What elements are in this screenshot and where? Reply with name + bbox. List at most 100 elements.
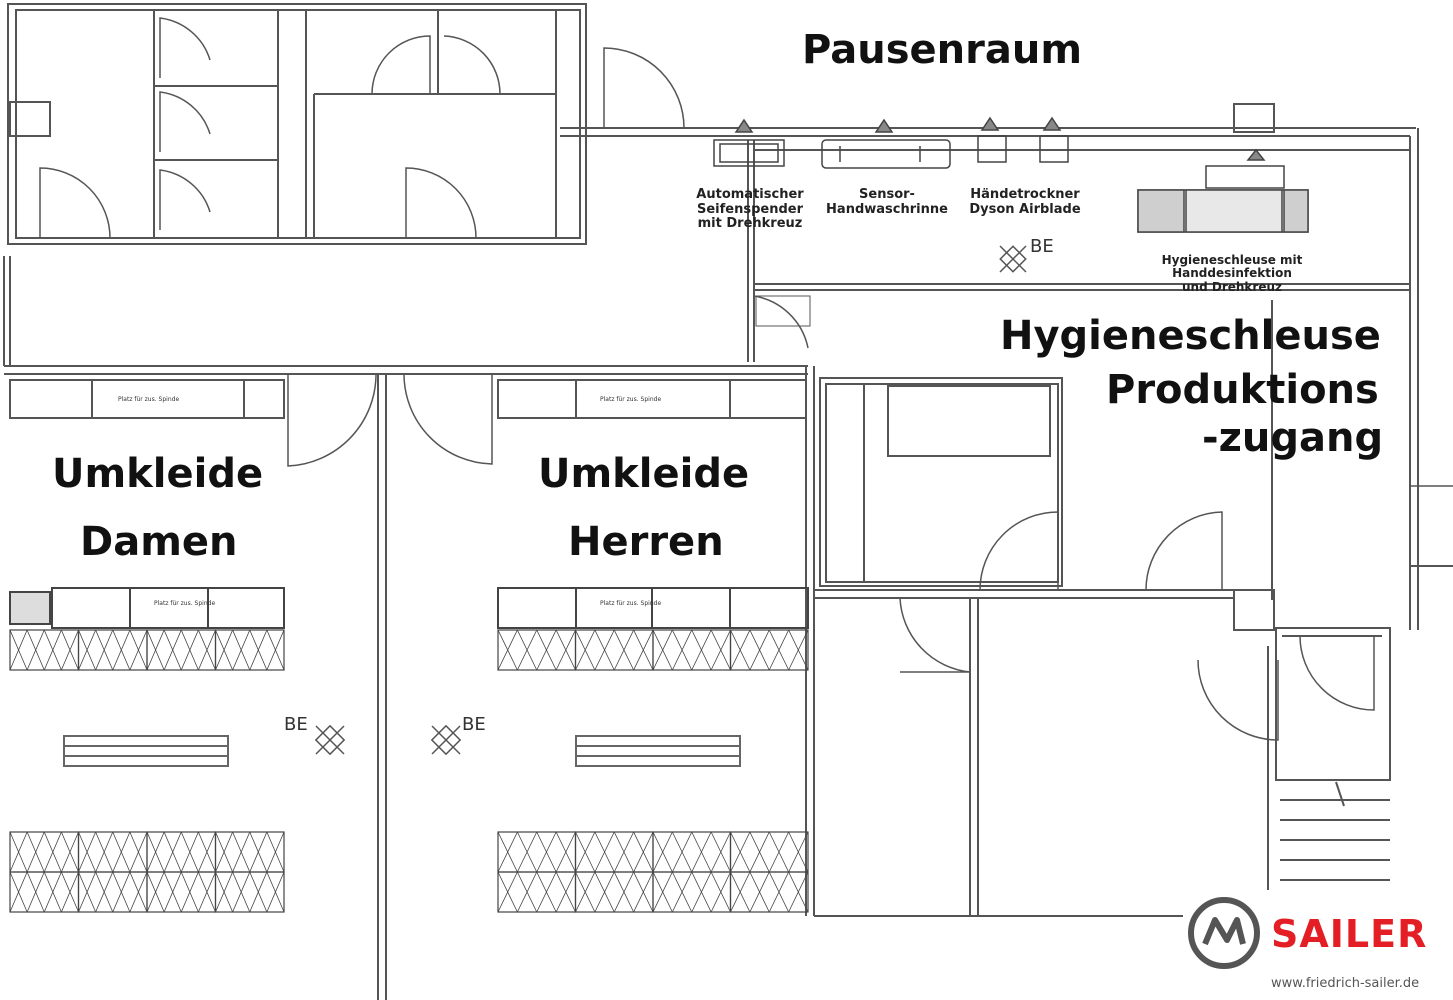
hand-dryer-1 [977,135,1007,163]
soap-dispenser-shape [713,139,785,167]
locker-damen-lower-hatch [163,831,182,873]
locker-damen-upper-hatch [249,629,268,671]
locker-damen-lower-hatch [26,871,45,913]
spinde-label-damen-top: Platz für zus. Spinde [118,396,180,403]
locker-damen-upper [214,629,285,671]
locker-herren-upper-hatch [768,629,789,671]
locker-damen-upper-hatch [129,629,148,671]
locker-damen-lower [77,871,148,913]
locker-damen-upper-hatch [215,629,233,671]
locker-herren-lower-hatch [768,871,789,913]
hand-dryer-2 [1039,135,1069,163]
locker-damen-lower-hatch [112,871,131,913]
locker-herren-lower [652,831,732,873]
locker-damen-lower-hatch [95,871,114,913]
locker-damen-upper [77,629,148,671]
wash-trough-shape [821,139,951,169]
be-marker-damen: BE [284,714,308,735]
locker-damen-upper [146,629,217,671]
locker-herren-lower-hatch [536,871,557,913]
locker-herren-upper [729,629,809,671]
locker-herren-lower-hatch [652,831,673,873]
locker-herren-lower-hatch [555,871,576,913]
room-label-damen-1: Umkleide [52,451,264,497]
locker-damen-lower-hatch [95,831,114,873]
locker-herren-lower [729,831,809,873]
spinde-label-herren-top: Platz für zus. Spinde [600,396,662,403]
be-marker-hygiene: BE [1030,236,1054,257]
locker-damen-upper-hatch [61,629,79,671]
room-label-hygiene-1: Hygieneschleuse [1000,313,1381,359]
locker-damen-lower-hatch [78,831,96,873]
locker-damen-lower [146,871,217,913]
locker-damen-lower-hatch [198,871,216,913]
locker-herren-upper-hatch [749,629,770,671]
locker-herren-upper-hatch [613,629,634,671]
label-hand-dryer: Händetrockner Dyson Airblade [969,187,1081,217]
spinde-label-damen: Platz für zus. Spinde [154,600,216,607]
locker-herren-upper-hatch [652,629,673,671]
locker-herren-lower-hatch [652,871,673,913]
locker-herren-upper-hatch [594,629,615,671]
room-label-hygiene-3: -zugang [1202,415,1384,461]
locker-damen-lower [77,831,148,873]
locker-herren-lower-hatch [575,831,596,873]
locker-herren-upper-hatch [730,629,751,671]
locker-herren-lower [497,831,577,873]
locker-damen-lower-hatch [9,871,28,913]
locker-damen-lower-hatch [180,831,199,873]
locker-damen-upper-hatch [146,629,165,671]
locker-herren-lower-hatch [517,871,538,913]
wc-block [7,3,587,245]
locker-herren-upper-hatch [536,629,557,671]
locker-damen-upper-hatch [180,629,199,671]
locker-damen-upper-hatch [198,629,216,671]
locker-herren-upper-hatch [788,629,809,671]
locker-damen-lower-hatch [43,831,62,873]
locker-damen-lower-hatch [129,871,148,913]
locker-damen-lower [9,871,80,913]
locker-damen-upper-hatch [112,629,131,671]
locker-damen-lower-hatch [180,871,199,913]
locker-damen-lower-hatch [266,831,285,873]
label-soap-dispenser: Automatischer Seifenspender mit Drehkreu… [696,187,804,232]
locker-herren-lower-hatch [497,831,518,873]
locker-herren-lower-hatch [749,831,770,873]
locker-herren-lower-hatch [633,831,654,873]
locker-damen-upper-hatch [232,629,251,671]
locker-damen-lower-hatch [146,831,165,873]
locker-herren-upper [652,629,732,671]
locker-herren-upper-hatch [691,629,712,671]
room-label-herren-1: Umkleide [538,451,750,497]
locker-damen-upper-hatch [78,629,96,671]
locker-damen-upper-hatch [266,629,285,671]
locker-damen-lower [9,831,80,873]
locker-herren-upper-hatch [672,629,693,671]
locker-damen-upper-hatch [9,629,28,671]
brand-url[interactable]: www.friedrich-sailer.de [1271,976,1420,991]
locker-damen-upper-hatch [163,629,182,671]
sailer-logo-icon [1188,897,1260,969]
locker-damen-lower-hatch [78,871,96,913]
locker-damen-lower-hatch [61,871,79,913]
locker-herren-lower-hatch [536,831,557,873]
locker-herren-lower-hatch [497,871,518,913]
bench-herren [575,735,741,767]
locker-damen-lower-hatch [232,871,251,913]
locker-damen-upper-hatch [26,629,45,671]
locker-damen-lower-hatch [215,831,233,873]
locker-herren-lower-hatch [613,871,634,913]
locker-herren-lower-hatch [710,831,731,873]
sailer-logo[interactable]: SAILER www.friedrich-sailer.de [1183,890,1453,1000]
locker-herren-lower-hatch [691,871,712,913]
locker-damen-upper [9,629,80,671]
locker-herren-lower-hatch [672,871,693,913]
locker-damen-lower [214,831,285,873]
brand-name: SAILER [1271,912,1428,956]
locker-herren-lower [729,871,809,913]
label-hygiene-lock: Hygieneschleuse mit Handdesinfektion und… [1161,253,1303,294]
label-wash-trough: Sensor- Handwaschrinne [826,187,948,217]
room-label-pausenraum: Pausenraum [802,27,1082,73]
locker-damen-lower-hatch [215,871,233,913]
